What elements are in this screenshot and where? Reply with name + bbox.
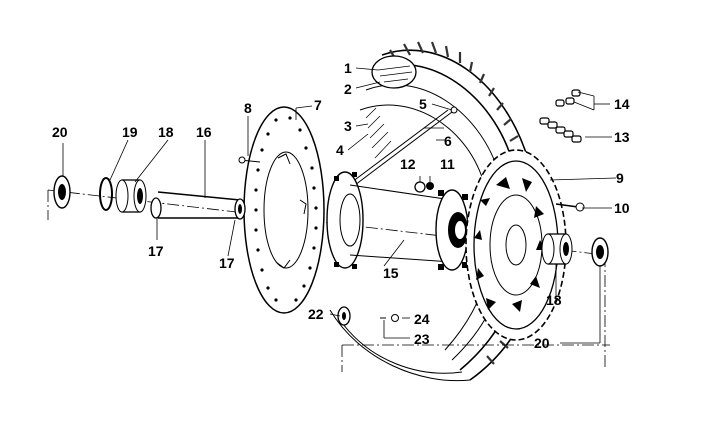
callout-13: 13 — [614, 129, 630, 145]
hub — [238, 156, 469, 271]
callout-17b: 17 — [219, 255, 235, 271]
left-bearing-stack — [53, 175, 246, 220]
callout-12: 12 — [400, 156, 416, 172]
callout-18b: 18 — [546, 292, 562, 308]
callout-16: 16 — [196, 124, 212, 140]
callout-2: 2 — [344, 81, 352, 97]
chain-link-parts — [555, 89, 581, 107]
callout-11: 11 — [440, 156, 455, 172]
callout-10: 10 — [614, 200, 630, 216]
callout-22: 22 — [308, 306, 324, 322]
callout-9: 9 — [616, 170, 624, 186]
callout-labels: 1 2 3 4 5 6 7 8 9 10 11 12 13 14 15 16 1… — [52, 60, 630, 351]
tire — [329, 41, 543, 382]
callout-19: 19 — [122, 124, 138, 140]
spoke — [351, 106, 458, 186]
callout-17a: 17 — [148, 243, 164, 259]
callout-1: 1 — [344, 60, 352, 76]
chain-section — [539, 117, 582, 143]
callout-23: 23 — [414, 331, 430, 347]
callout-6: 6 — [444, 133, 452, 149]
callout-8: 8 — [244, 100, 252, 116]
brake-disc — [243, 106, 325, 314]
callout-3: 3 — [344, 118, 352, 134]
callout-15: 15 — [383, 265, 399, 281]
callout-5: 5 — [419, 96, 427, 112]
callout-24: 24 — [414, 311, 430, 327]
callout-20a: 20 — [52, 124, 68, 140]
rim-tape — [365, 107, 392, 159]
callout-7: 7 — [314, 97, 322, 113]
callout-14: 14 — [614, 96, 630, 112]
callout-4: 4 — [336, 142, 344, 158]
callout-18a: 18 — [158, 124, 174, 140]
right-bearing-stack — [541, 202, 609, 267]
tire-cutaway — [371, 55, 417, 89]
leader-lines — [62, 67, 617, 344]
callout-20b: 20 — [534, 335, 550, 351]
